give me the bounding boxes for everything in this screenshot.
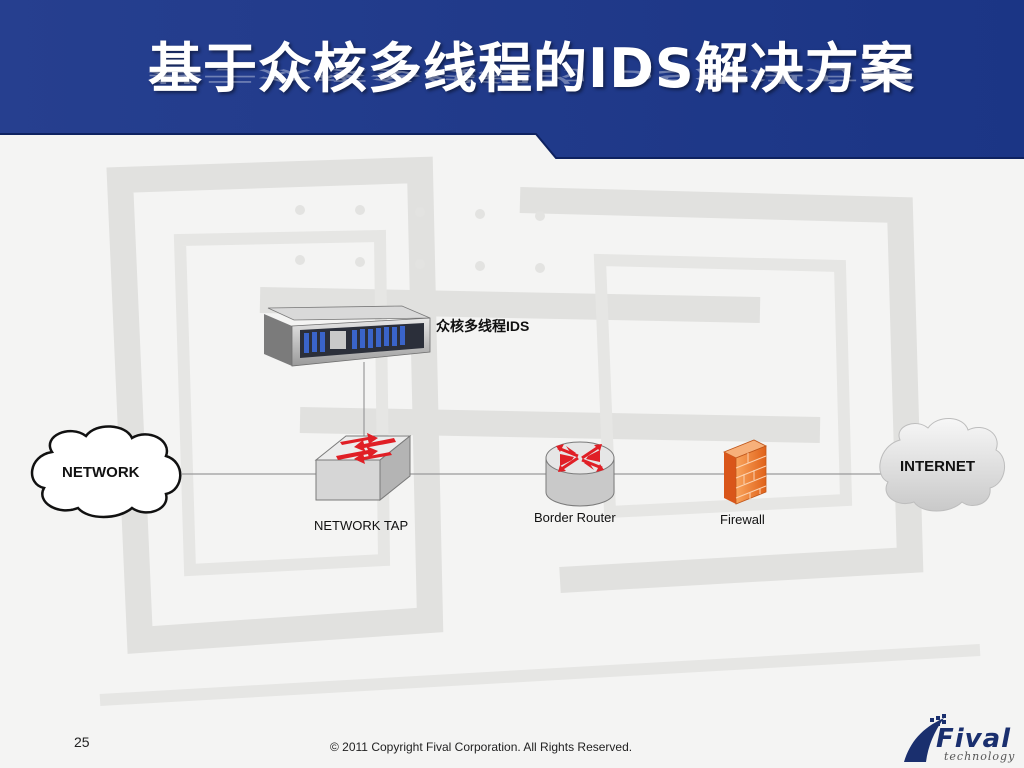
network-label: NETWORK	[62, 464, 140, 481]
ids-server-icon[interactable]	[264, 305, 431, 367]
internet-label: INTERNET	[900, 458, 975, 475]
logo-name: Fival	[936, 724, 1012, 754]
border-router-label: Border Router	[534, 510, 616, 525]
header-band	[0, 0, 1024, 159]
internet-cloud-icon[interactable]	[879, 418, 1005, 512]
border-router-icon[interactable]	[545, 441, 615, 507]
slide-title: 基于众核多线程的IDS解决方案	[148, 37, 915, 100]
ids-server-label: 众核多线程IDS	[436, 318, 530, 334]
firewall-label: Firewall	[720, 512, 765, 527]
firewall-icon[interactable]	[723, 439, 767, 505]
network-tap-icon[interactable]	[314, 433, 412, 502]
copyright-text: © 2011 Copyright Fival Corporation. All …	[330, 740, 633, 754]
network-tap-label: NETWORK TAP	[314, 518, 409, 533]
logo-tagline: technology	[944, 750, 1016, 763]
logo-mark-icon	[904, 714, 946, 762]
fival-logo: Fival technology	[900, 712, 1020, 766]
network-cloud-icon[interactable]	[30, 425, 182, 519]
connection-lines	[182, 362, 886, 475]
page-number: 25	[74, 734, 90, 750]
